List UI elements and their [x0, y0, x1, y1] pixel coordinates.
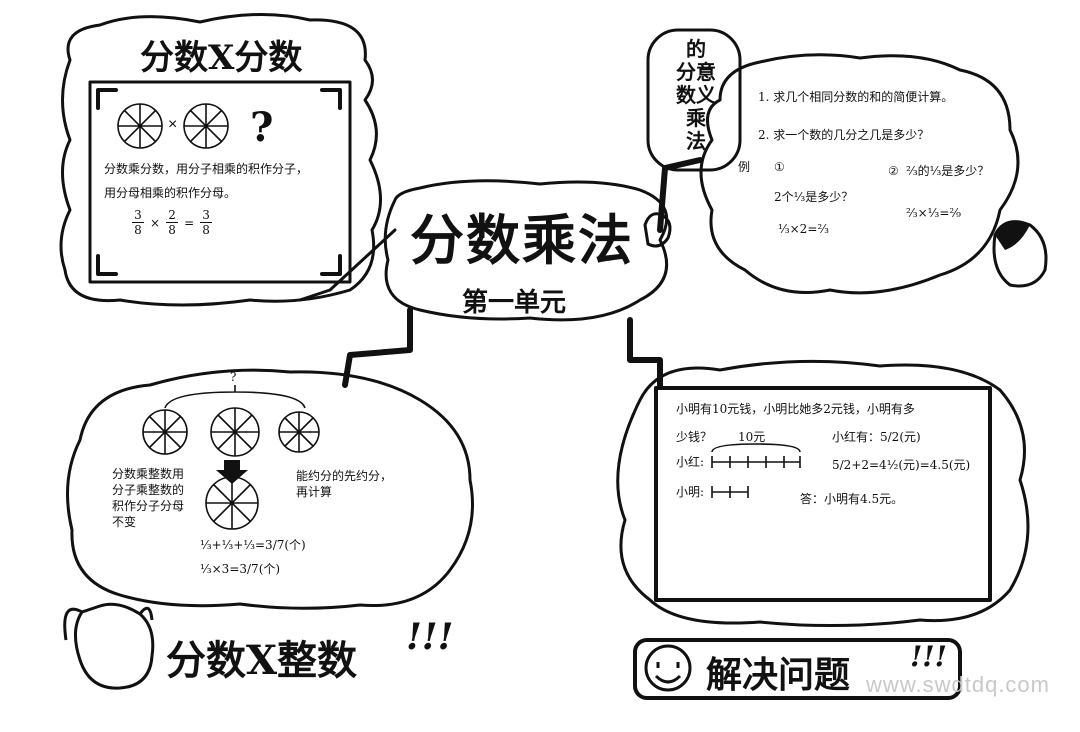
unit-subtitle: 第一单元	[462, 288, 567, 318]
solution-line-1: 小红有：5/2(元)	[832, 430, 921, 444]
bar-xiaoming	[711, 486, 749, 498]
bottom-right-board	[654, 386, 992, 602]
banner-meaning: 的 分意 数义 乘 法	[660, 38, 732, 153]
banner-line: 法	[686, 129, 706, 153]
banner-line: 乘	[686, 106, 706, 130]
frac-b-den: 8	[168, 223, 176, 237]
connector-bottom-right	[627, 317, 663, 388]
frac-r-num: 3	[202, 208, 210, 222]
example-2-equation: ⅔×⅓=²⁄₉	[906, 206, 961, 220]
brace	[164, 385, 306, 409]
banner-exclaim: !!!	[406, 616, 454, 658]
rule-left-line: 不变	[112, 515, 137, 529]
pie-b	[210, 407, 260, 457]
frac-eq: =	[184, 215, 195, 230]
main-title: 分数乘法	[410, 208, 634, 272]
rule-left-line: 分子乘整数的	[112, 483, 185, 497]
top-right-banner-frame	[646, 28, 742, 172]
example-label: 例	[738, 160, 751, 174]
connector-bottom-left	[342, 307, 413, 388]
puppy-icon	[63, 602, 155, 690]
pie-result	[205, 476, 259, 530]
label-xiaohong: 小红:	[676, 455, 705, 469]
pie-c	[278, 411, 320, 453]
pie-right	[183, 103, 229, 149]
frac-a-num: 3	[134, 208, 142, 222]
example-1-question: 2个⅓是多少？	[774, 190, 854, 204]
rule-right-line: 再计算	[296, 485, 333, 499]
rule-line-1: 分数乘分数，用分子相乘的积作分子，	[104, 162, 309, 176]
pie-a	[142, 409, 188, 455]
problem-line-2: 少钱？	[676, 430, 713, 444]
example-2-label: ②	[888, 164, 899, 178]
down-arrow-icon	[216, 460, 248, 484]
answer-line: 答：小明有4.5元。	[800, 492, 904, 506]
rule-left-line: 分数乘整数用	[112, 467, 185, 481]
problem-line-1: 小明有10元钱，小明比她多2元钱，小明有多	[676, 402, 915, 416]
bottom-left-cloud	[66, 368, 474, 610]
banner-problem-exclaim: !!!	[910, 640, 947, 673]
frac-b-num: 2	[168, 208, 176, 222]
watermark: www.swdtdq.com	[866, 672, 1050, 697]
top-left-cloud	[59, 12, 382, 307]
top-left-board	[88, 80, 352, 284]
bottom-right-cloud	[616, 359, 1030, 628]
rule-line-2: 用分母相乘的积作分母。	[104, 186, 237, 200]
banner-problem-solving: 解决问题	[706, 654, 851, 696]
bar-xiaohong	[711, 456, 801, 468]
frac-a-den: 8	[134, 223, 142, 237]
question-mark: ?	[250, 104, 274, 151]
smiley-icon	[644, 644, 692, 692]
pie-left	[117, 103, 163, 149]
example-2-question: ⅔的⅓是多少？	[906, 164, 990, 178]
banner-fraction-times-fraction: 分数X分数	[140, 38, 303, 78]
banner-fraction-times-integer: 分数X整数	[166, 637, 358, 684]
meaning-point-2: 2. 求一个数的几分之几是多少？	[758, 128, 930, 142]
rule-left: 分数乘整数用 分子乘整数的 积作分子分母 不变	[112, 466, 184, 530]
fraction-equation: 3 8 × 2 8 = 3 8	[132, 208, 213, 237]
banner-line: 数义	[676, 83, 716, 107]
frac-r-den: 8	[202, 223, 210, 237]
multiplication-equation: ⅓×3=3/7(个)	[200, 562, 281, 576]
solution-line-2: 5/2+2=4½(元)=4.5(元)	[832, 458, 971, 472]
times-sign: ×	[168, 116, 178, 133]
bar-brace	[711, 443, 801, 453]
rule-right: 能约分的先约分， 再计算	[296, 468, 392, 500]
rule-right-line: 能约分的先约分，	[296, 469, 393, 483]
frac-op: ×	[150, 215, 161, 230]
monkey-icon	[643, 212, 672, 248]
example-1-equation: ⅓×2=⅔	[778, 222, 830, 236]
rule-left-line: 积作分子分母	[112, 499, 185, 513]
top-right-cloud	[699, 53, 1020, 295]
bottom-right-banner-frame	[633, 638, 962, 700]
meaning-point-1: 1. 求几个相同分数的和的简便计算。	[758, 90, 954, 104]
center-bubble	[383, 179, 669, 322]
bar-amount-label: 10元	[738, 430, 766, 444]
addition-equation: ⅓+⅓+⅓=3/7(个)	[200, 538, 306, 552]
label-xiaoming: 小明:	[676, 485, 705, 499]
banner-line: 的	[686, 37, 706, 61]
example-1-label: ①	[774, 160, 785, 174]
banner-line: 分意	[676, 60, 716, 84]
brace-question-mark: ?	[230, 370, 237, 384]
